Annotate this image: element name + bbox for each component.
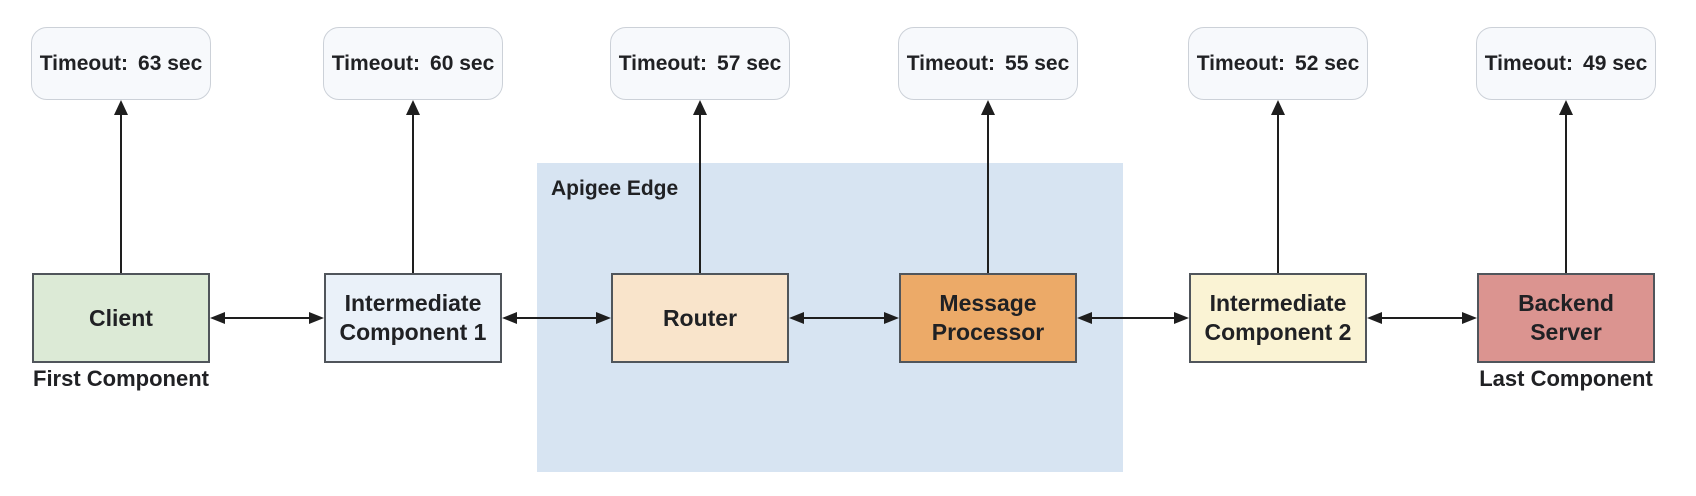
node-label: Client xyxy=(89,304,153,331)
timeout-value: 57 sec xyxy=(717,51,782,75)
node-box-ic2: Intermediate Component 2 xyxy=(1189,273,1367,363)
timeout-label: Timeout: xyxy=(1196,51,1286,75)
arrow-up-icon xyxy=(693,100,707,115)
timeout-label: Timeout: xyxy=(331,51,421,75)
arrow-up-icon xyxy=(114,100,128,115)
up-arrow-client xyxy=(113,100,129,273)
arrow-right-icon xyxy=(1174,312,1189,324)
arrow-line xyxy=(1565,113,1567,273)
last-component-label: Last Component xyxy=(1479,366,1653,391)
arrow-line xyxy=(801,317,887,319)
node-label: Backend Server xyxy=(1518,290,1614,345)
timeout-badge-backend: Timeout: 49 sec xyxy=(1476,27,1656,100)
arrow-line xyxy=(514,317,599,319)
timeout-value: 60 sec xyxy=(430,51,495,75)
timeout-badge-ic2: Timeout: 52 sec xyxy=(1188,27,1368,100)
node-box-client: Client xyxy=(32,273,210,363)
timeout-label: Timeout: xyxy=(618,51,708,75)
timeout-value: 63 sec xyxy=(138,51,203,75)
arrow-line xyxy=(1379,317,1465,319)
node-label: Intermediate Component 1 xyxy=(339,290,487,345)
node-box-backend: Backend Server xyxy=(1477,273,1655,363)
timeout-label: Timeout: xyxy=(906,51,996,75)
timeout-value: 52 sec xyxy=(1295,51,1360,75)
arrow-line xyxy=(987,113,989,273)
timeout-badge-client: Timeout: 63 sec xyxy=(31,27,211,100)
timeout-label: Timeout: xyxy=(39,51,129,75)
up-arrow-ic2 xyxy=(1270,100,1286,273)
arrow-line xyxy=(1277,113,1279,273)
up-arrow-mp xyxy=(980,100,996,273)
arrow-line xyxy=(222,317,312,319)
timeout-badge-mp: Timeout: 55 sec xyxy=(898,27,1078,100)
double-arrow-mp-ic2 xyxy=(1077,306,1189,330)
double-arrow-ic2-backend xyxy=(1367,306,1477,330)
up-arrow-backend xyxy=(1558,100,1574,273)
arrow-left-icon xyxy=(210,312,225,324)
timeout-badge-ic1: Timeout: 60 sec xyxy=(323,27,503,100)
node-label: Router xyxy=(662,304,738,331)
arrow-up-icon xyxy=(981,100,995,115)
arrow-left-icon xyxy=(502,312,517,324)
arrow-line xyxy=(699,113,701,273)
timeout-value: 55 sec xyxy=(1005,51,1070,75)
arrow-line xyxy=(412,113,414,273)
up-arrow-ic1 xyxy=(405,100,421,273)
arrow-left-icon xyxy=(789,312,804,324)
arrow-right-icon xyxy=(309,312,324,324)
node-box-ic1: Intermediate Component 1 xyxy=(324,273,502,363)
arrow-left-icon xyxy=(1077,312,1092,324)
arrow-up-icon xyxy=(406,100,420,115)
arrow-left-icon xyxy=(1367,312,1382,324)
double-arrow-router-mp xyxy=(789,306,899,330)
apigee-edge-label: Apigee Edge xyxy=(551,177,679,200)
node-label: Message Processor xyxy=(931,290,1045,345)
arrow-right-icon xyxy=(596,312,611,324)
arrow-line xyxy=(1089,317,1177,319)
timeout-label: Timeout: xyxy=(1484,51,1574,75)
arrow-line xyxy=(120,113,122,273)
arrow-right-icon xyxy=(1462,312,1477,324)
node-box-router: Router xyxy=(611,273,789,363)
timeout-value: 49 sec xyxy=(1583,51,1648,75)
node-box-mp: Message Processor xyxy=(899,273,1077,363)
arrow-right-icon xyxy=(884,312,899,324)
double-arrow-client-ic1 xyxy=(210,306,324,330)
first-component-label: First Component xyxy=(33,366,209,391)
arrow-up-icon xyxy=(1559,100,1573,115)
node-label: Intermediate Component 2 xyxy=(1204,290,1352,345)
arrow-up-icon xyxy=(1271,100,1285,115)
timeout-badge-router: Timeout: 57 sec xyxy=(610,27,790,100)
up-arrow-router xyxy=(692,100,708,273)
double-arrow-ic1-router xyxy=(502,306,611,330)
